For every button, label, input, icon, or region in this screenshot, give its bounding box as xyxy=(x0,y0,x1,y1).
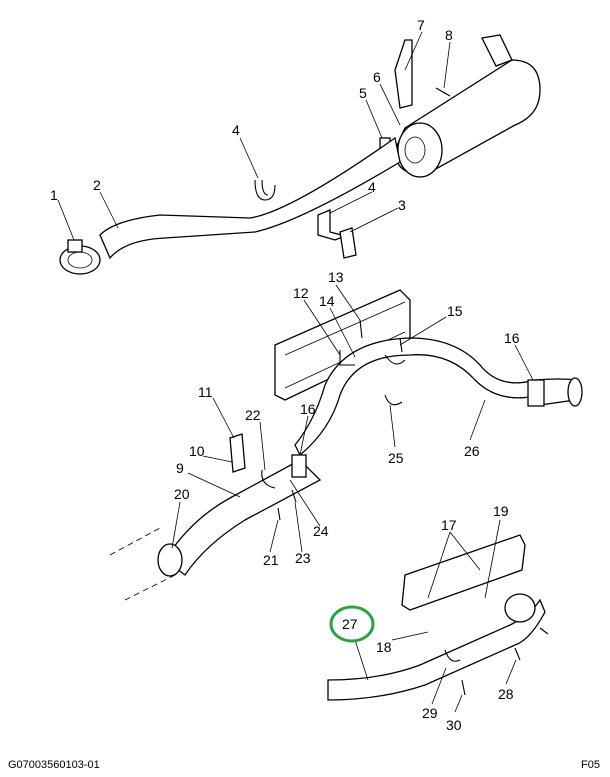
pipe-outlet xyxy=(567,377,583,407)
callout-18[interactable]: 18 xyxy=(376,639,392,655)
callout-19[interactable]: 19 xyxy=(493,503,509,519)
pipe-20-end xyxy=(157,543,183,577)
clamp-16-right[interactable] xyxy=(527,379,545,407)
callout-29[interactable]: 29 xyxy=(422,705,438,721)
pipe-26[interactable] xyxy=(294,337,578,457)
exhaust-pipe-2[interactable] xyxy=(99,136,401,260)
muffler-outlet xyxy=(404,136,426,164)
frame-rail-lower xyxy=(401,534,526,611)
clamp-16-mid[interactable] xyxy=(291,454,307,478)
leader-lines xyxy=(57,31,534,713)
muffler-assembly xyxy=(59,34,541,275)
clamp-1-block xyxy=(67,239,83,253)
bolt-23[interactable] xyxy=(291,489,297,503)
rail-flange-line xyxy=(284,301,406,356)
bracket-3[interactable] xyxy=(339,227,357,259)
pipe-27-end xyxy=(504,593,536,623)
callout-7[interactable]: 7 xyxy=(417,17,425,33)
lower-assembly xyxy=(327,534,549,701)
callout-26[interactable]: 26 xyxy=(464,443,480,459)
callout-16-right[interactable]: 16 xyxy=(504,330,520,346)
callout-2[interactable]: 2 xyxy=(93,177,101,193)
pipe-27[interactable] xyxy=(327,598,546,701)
clamp-22[interactable] xyxy=(261,469,276,489)
callout-25[interactable]: 25 xyxy=(388,450,404,466)
callout-30[interactable]: 30 xyxy=(446,717,462,733)
callout-4-lower[interactable]: 4 xyxy=(368,179,376,195)
callout-15[interactable]: 15 xyxy=(447,303,463,319)
callout-13[interactable]: 13 xyxy=(328,269,344,285)
callout-20[interactable]: 20 xyxy=(174,486,190,502)
muffler-bracket[interactable] xyxy=(394,39,413,109)
callout-17[interactable]: 17 xyxy=(441,517,457,533)
callout-4-upper[interactable]: 4 xyxy=(232,122,240,138)
callout-1[interactable]: 1 xyxy=(50,187,58,203)
middle-assembly xyxy=(109,289,583,601)
callout-22[interactable]: 22 xyxy=(245,407,261,423)
bracket-11[interactable] xyxy=(229,433,246,473)
hanger-15[interactable] xyxy=(384,354,406,365)
bolt-30[interactable] xyxy=(461,679,466,696)
callout-5[interactable]: 5 xyxy=(359,85,367,101)
drawing-number: G07003560103-01 xyxy=(8,759,100,771)
bolt-8[interactable] xyxy=(435,87,451,97)
callout-6[interactable]: 6 xyxy=(373,69,381,85)
bolt-lower[interactable] xyxy=(539,627,549,635)
callout-27[interactable]: 27 xyxy=(342,616,358,632)
callout-8[interactable]: 8 xyxy=(445,27,453,43)
callout-23[interactable]: 23 xyxy=(295,550,311,566)
callout-labels: 1 2 3 4 4 5 6 7 8 12 13 14 15 16 11 22 1… xyxy=(50,17,520,733)
muffler-bracket-rear[interactable] xyxy=(481,34,513,67)
u-bolt-4[interactable] xyxy=(254,179,276,201)
page-code: F05 xyxy=(581,759,600,771)
bolt-13[interactable] xyxy=(359,319,363,339)
hanger-25[interactable] xyxy=(384,394,403,406)
callout-14[interactable]: 14 xyxy=(319,293,335,309)
bolt-28[interactable] xyxy=(514,647,521,661)
bolt-21[interactable] xyxy=(277,507,281,521)
callout-12[interactable]: 12 xyxy=(293,285,309,301)
hanger-29[interactable] xyxy=(444,649,461,662)
callout-24[interactable]: 24 xyxy=(313,523,329,539)
pipe-9[interactable] xyxy=(164,459,322,576)
callout-3[interactable]: 3 xyxy=(398,197,406,213)
callout-10[interactable]: 10 xyxy=(189,443,205,459)
highlight-circle xyxy=(329,605,375,643)
bolt-15[interactable] xyxy=(399,337,403,353)
callout-21[interactable]: 21 xyxy=(263,552,279,568)
callout-28[interactable]: 28 xyxy=(498,686,514,702)
callout-11[interactable]: 11 xyxy=(198,384,213,400)
callout-16-mid[interactable]: 16 xyxy=(300,401,316,417)
callout-9[interactable]: 9 xyxy=(176,460,184,476)
